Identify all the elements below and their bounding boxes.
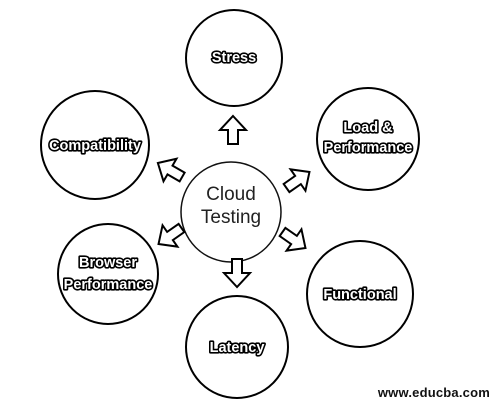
node-browser-performance: Browser Performance	[57, 223, 159, 325]
node-latency-label: Latency	[210, 340, 265, 356]
node-compatibility: Compatibility	[40, 90, 150, 200]
center-label-line-1: Cloud	[206, 184, 256, 205]
node-compatibility-circle	[40, 90, 150, 200]
node-browser-performance-label-line-2: Performance	[64, 277, 153, 293]
arrow-to-latency-icon	[221, 258, 253, 289]
node-load-performance-label-line-1: Load &	[343, 120, 393, 136]
node-latency: Latency	[185, 295, 289, 399]
node-load-performance-circle	[316, 87, 420, 191]
arrow-to-compatibility-icon	[156, 157, 186, 184]
node-load-performance-label-line-2: Performance	[324, 140, 413, 156]
arrow-to-functional-icon	[278, 226, 307, 252]
arrow-to-browser-performance-icon	[157, 222, 186, 248]
node-latency-circle	[185, 295, 289, 399]
node-load-performance: Load & Performance	[316, 87, 420, 191]
watermark-text: www.educba.com	[377, 385, 490, 400]
arrow-to-stress-icon	[217, 114, 249, 145]
node-stress-label: Stress	[212, 50, 256, 66]
node-browser-performance-circle	[57, 223, 159, 325]
node-functional-label: Functional	[323, 287, 396, 303]
node-functional-circle	[306, 240, 414, 348]
node-functional: Functional	[306, 240, 414, 348]
center-node: Cloud Testing	[180, 161, 282, 263]
node-stress: Stress	[185, 9, 283, 107]
node-compatibility-label: Compatibility	[49, 138, 141, 154]
arrow-to-load-performance-icon	[282, 168, 311, 194]
node-stress-circle	[185, 9, 283, 107]
node-browser-performance-label-line-1: Browser	[79, 255, 137, 271]
center-label-line-2: Testing	[201, 207, 261, 228]
